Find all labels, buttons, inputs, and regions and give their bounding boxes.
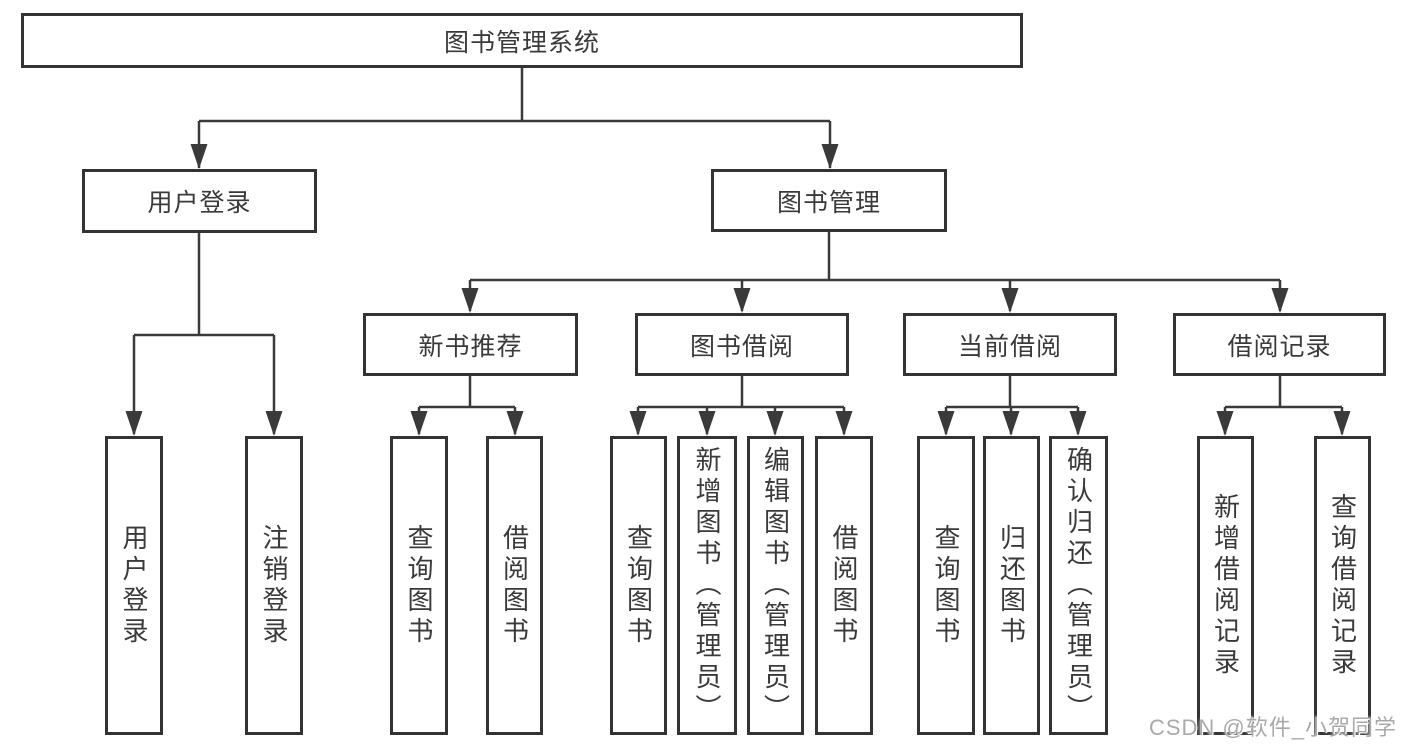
leaf-add-borrow-record: 新增借阅记录: [1197, 436, 1254, 735]
node-root-label: 图书管理系统: [443, 28, 600, 57]
csdn-watermark: CSDN @软件_小贺同学: [1148, 715, 1397, 740]
leaf-add-books-admin-label: 新增图书（管理员）: [692, 446, 722, 725]
leaf-borrow-books-recommend: 借阅图书: [486, 436, 543, 735]
leaf-borrow-books-recommend-label: 借阅图书: [499, 523, 530, 648]
node-new-book-recommend: 新书推荐: [363, 313, 578, 376]
node-borrowing-records-label: 借阅记录: [1227, 332, 1332, 361]
leaf-query-books-borrowing-label: 查询图书: [623, 523, 654, 648]
node-user-login: 用户登录: [82, 169, 317, 233]
leaf-add-borrow-record-label: 新增借阅记录: [1210, 492, 1241, 679]
node-root: 图书管理系统: [21, 13, 1023, 68]
leaf-query-borrow-record: 查询借阅记录: [1314, 436, 1371, 735]
leaf-confirm-return-admin-label: 确认归还（管理员）: [1063, 446, 1094, 725]
leaf-add-books-admin: 新增图书（管理员）: [677, 436, 737, 735]
leaf-logout-label: 注销登录: [259, 523, 289, 648]
leaf-edit-books-admin: 编辑图书（管理员）: [747, 436, 804, 735]
leaf-borrow-books-borrowing: 借阅图书: [815, 436, 873, 735]
leaf-query-books-current-label: 查询图书: [931, 523, 961, 648]
leaf-return-books: 归还图书: [983, 436, 1040, 735]
node-book-borrowing-label: 图书借阅: [689, 332, 794, 361]
node-current-borrowing-label: 当前借阅: [957, 332, 1062, 361]
node-new-book-recommend-label: 新书推荐: [418, 332, 523, 361]
leaf-edit-books-admin-label: 编辑图书（管理员）: [760, 446, 791, 725]
leaf-query-books-recommend-label: 查询图书: [404, 523, 434, 648]
node-current-borrowing: 当前借阅: [903, 313, 1117, 376]
node-borrowing-records: 借阅记录: [1173, 313, 1386, 376]
arrowheads: [125, 144, 1351, 436]
node-book-management: 图书管理: [711, 169, 947, 232]
leaf-confirm-return-admin: 确认归还（管理员）: [1049, 436, 1108, 735]
node-user-login-label: 用户登录: [147, 189, 252, 217]
node-book-borrowing: 图书借阅: [635, 313, 849, 376]
leaf-query-books-borrowing: 查询图书: [610, 436, 667, 735]
leaf-query-books-recommend: 查询图书: [390, 436, 448, 735]
leaf-borrow-books-borrowing-label: 借阅图书: [829, 523, 859, 648]
node-book-management-label: 图书管理: [776, 188, 881, 217]
leaf-user-login: 用户登录: [105, 436, 163, 735]
leaf-query-borrow-record-label: 查询借阅记录: [1327, 492, 1358, 679]
leaf-query-books-current: 查询图书: [917, 436, 975, 735]
leaf-return-books-label: 归还图书: [996, 523, 1027, 648]
leaf-user-login-label: 用户登录: [119, 523, 149, 648]
leaf-logout: 注销登录: [245, 436, 303, 735]
